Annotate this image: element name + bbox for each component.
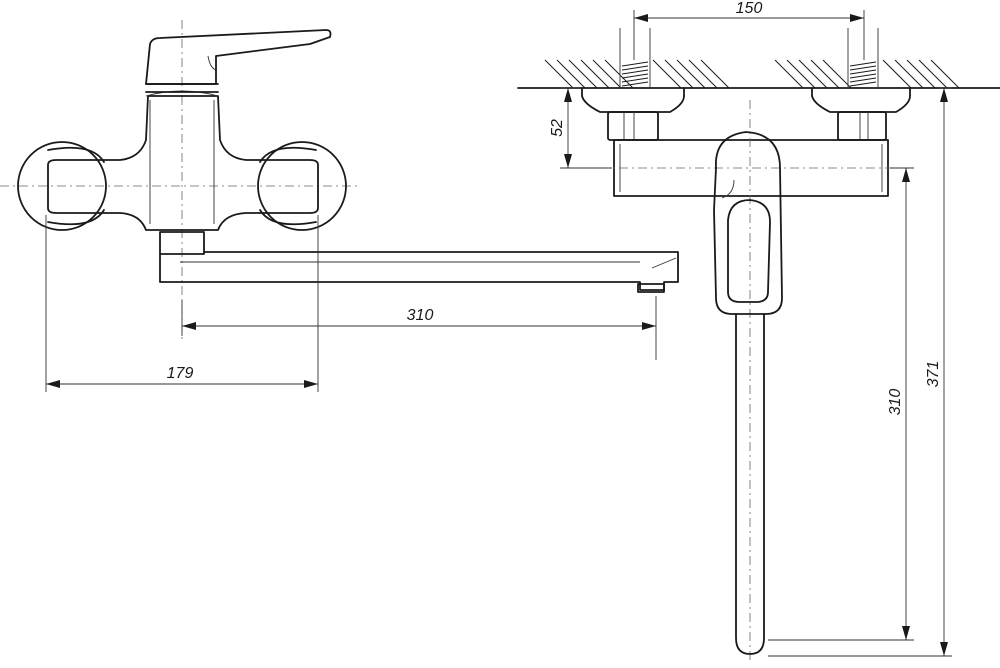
side-view: 150 52 310 371: [517, 0, 1000, 660]
wall-hatching: [544, 59, 960, 89]
dim-handle-drop-label: 310: [887, 389, 904, 416]
dim-wall-offset: 52: [549, 87, 612, 169]
dim-body-width-label: 179: [167, 365, 194, 382]
right-eccentric-nut: [837, 111, 887, 141]
dim-total-height-label: 371: [925, 361, 942, 388]
dim-wall-offset-label: 52: [549, 119, 566, 137]
left-pipe-thread: [619, 28, 651, 88]
mixer-body: [47, 95, 319, 231]
dim-pipe-spacing: 150: [633, 0, 865, 60]
dim-spout-reach: 310: [181, 296, 657, 360]
aerator: [637, 283, 665, 293]
dim-spout-reach-label: 310: [407, 307, 434, 324]
dim-body-width: 179: [45, 215, 319, 392]
dim-total-height: 371: [768, 87, 952, 657]
aerator-line: [651, 257, 677, 269]
side-mixer-body: [613, 139, 889, 197]
spout-tube: [159, 251, 679, 291]
right-escutcheon: [811, 87, 911, 113]
side-lever-cutout: [727, 199, 771, 303]
right-pipe-thread: [847, 28, 879, 88]
left-eccentric-nut: [607, 111, 659, 141]
body-inner-lines: [149, 100, 215, 224]
cartridge-collar: [145, 90, 219, 97]
front-view: 310 179: [0, 20, 679, 392]
side-lever-stem: [735, 313, 765, 655]
dim-handle-drop: 310: [768, 167, 914, 641]
left-escutcheon: [581, 87, 685, 113]
side-lever-handle: [713, 131, 783, 315]
lever-handle: [145, 29, 332, 85]
dim-pipe-spacing-label: 150: [736, 0, 763, 17]
lever-handle-detail: [207, 55, 217, 71]
spout-swivel: [159, 231, 205, 255]
